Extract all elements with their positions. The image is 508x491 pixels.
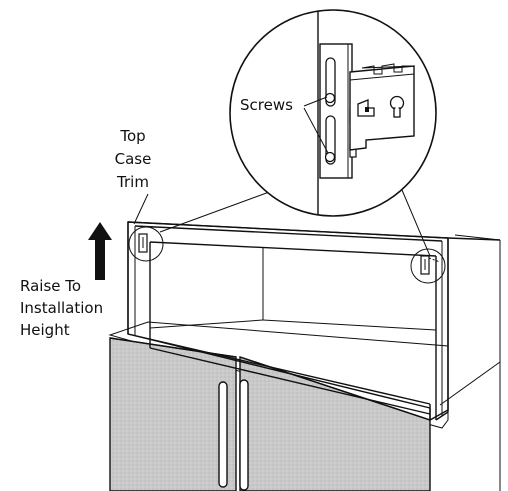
left-door-handle [218,381,228,488]
screws-callout: Screws [240,96,329,154]
raise-label-line-2: Installation [20,299,103,317]
screws-label: Screws [240,96,293,114]
zoom-detail [229,9,437,217]
vertical-bracket-plate [319,43,353,179]
left-bracket-detail [128,226,164,262]
top-case-trim-callout: Top Case Trim [115,127,152,225]
refrigerator [108,321,449,491]
raise-label-line-3: Height [20,321,70,339]
arrow-up-icon [88,222,112,280]
left-door [109,337,237,491]
raise-label-line-1: Raise To [20,277,81,295]
top-case-trim-label-line-3: Trim [116,173,149,191]
top-case-trim-label-line-1: Top [119,127,145,145]
lower-screw [324,151,336,163]
top-case-trim-label-line-2: Case [115,150,152,168]
upper-screw [324,92,336,104]
wall-lines [439,234,501,491]
right-bracket-detail [410,248,446,284]
right-door-handle [239,379,249,491]
raise-to-installation-height-callout: Raise To Installation Height [20,277,103,339]
